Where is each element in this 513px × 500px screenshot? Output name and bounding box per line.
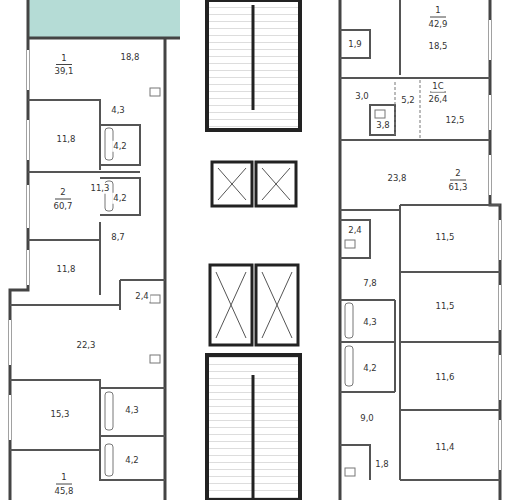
room-area: 4,3 [124,405,140,416]
room-area: 11,6 [435,372,456,383]
apartment-area: 42,9 [428,19,449,30]
apartment-area: 39,1 [54,66,75,77]
room-area: 11,5 [435,232,456,243]
room-area: 12,5 [445,115,466,126]
apartment-area: 45,8 [54,486,75,497]
room-area: 2,4 [134,291,150,302]
apartment-number: 1 [60,472,67,483]
room-area: 4,3 [362,317,378,328]
stair-core [207,0,300,500]
room-area: 11,4 [435,442,456,453]
room-area: 3,8 [375,120,391,131]
room-area: 18,5 [428,41,449,52]
apartment-area: 61,3 [448,182,469,193]
room-area: 15,3 [50,409,71,420]
room-area: 4,2 [362,363,378,374]
room-area: 8,7 [110,232,126,243]
dashed-divisions [395,80,420,140]
room-area: 23,8 [387,173,408,184]
room-area: 11,3 [90,183,111,194]
room-area: 2,4 [347,225,363,236]
room-area: 4,2 [112,141,128,152]
apartment-number: 1 [434,5,441,16]
room-area: 22,3 [76,340,97,351]
room-area: 3,0 [354,91,370,102]
room-area: 4,2 [124,455,140,466]
apartment-number: 1С [431,81,444,92]
room-area: 4,3 [110,105,126,116]
apartment-area: 26,4 [428,94,449,105]
apartment-number: 2 [454,168,461,179]
outer-walls [10,0,500,500]
room-area: 4,2 [112,193,128,204]
room-area: 18,8 [120,52,141,63]
apartment-number: 2 [59,187,66,198]
room-area: 7,8 [362,278,378,289]
room-area: 9,0 [359,413,375,424]
room-area: 11,8 [56,134,77,145]
apartment-number: 1 [60,53,67,64]
highlighted-unit [28,0,180,38]
room-area: 11,5 [435,301,456,312]
badge-dividers [55,17,466,484]
apartment-area: 60,7 [53,201,74,212]
room-area: 11,8 [56,264,77,275]
room-area: 1,8 [374,459,390,470]
room-area: 1,9 [347,39,363,50]
room-area: 5,2 [400,95,416,106]
